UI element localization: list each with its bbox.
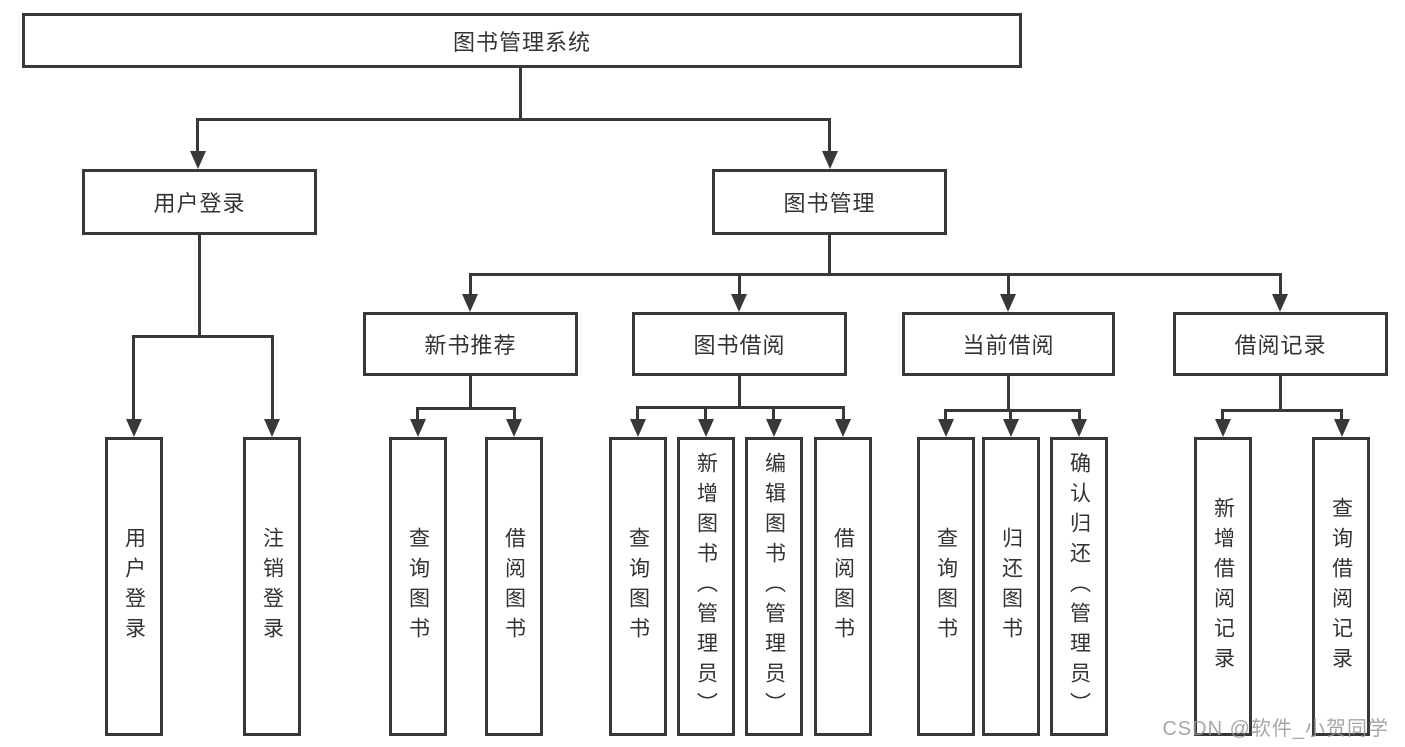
- arrowhead-down-icon: [1215, 419, 1231, 437]
- connector-book-mgmt-drop: [828, 235, 831, 276]
- arrowhead-down-icon: [835, 419, 851, 437]
- arrowhead-down-icon: [410, 419, 426, 437]
- arrowhead-down-icon: [630, 419, 646, 437]
- arrowhead-down-icon: [1272, 294, 1288, 312]
- leaf-logout-login: 注销登录: [243, 437, 301, 736]
- connector-borrow-stem: [704, 406, 707, 422]
- arrowhead-down-icon: [731, 294, 747, 312]
- node-label: 图书管理: [783, 191, 876, 216]
- leaf-label: 新增图书（管理员）: [694, 451, 718, 722]
- connector-current-stem: [944, 409, 947, 422]
- connector-current-stem: [1009, 409, 1012, 422]
- connector-book-mgmt-stem: [738, 273, 741, 298]
- node-library-management-system: 图书管理系统: [22, 13, 1022, 68]
- arrowhead-down-icon: [190, 151, 206, 169]
- leaf-borrow-books-recommend: 借阅图书: [485, 437, 543, 736]
- leaf-query-books-recommend: 查询图书: [389, 437, 447, 736]
- node-label: 图书管理系统: [452, 29, 591, 55]
- connector-recommend-stem: [416, 407, 419, 422]
- leaf-label: 查询图书: [406, 526, 430, 647]
- node-label: 新书推荐: [424, 333, 517, 358]
- leaf-label: 归还图书: [999, 526, 1023, 647]
- connector-root-branch: [196, 118, 831, 121]
- node-book-management: 图书管理: [712, 169, 947, 235]
- connector-record-stem: [1340, 409, 1343, 422]
- connector-current-drop: [1007, 376, 1010, 412]
- connector-book-mgmt-stem: [1007, 273, 1010, 298]
- arrowhead-down-icon: [766, 419, 782, 437]
- connector-user-login-stem: [132, 335, 135, 421]
- connector-recommend-branch: [416, 407, 516, 410]
- node-label: 图书借阅: [693, 333, 786, 358]
- node-current-borrow: 当前借阅: [902, 312, 1115, 376]
- leaf-label: 注销登录: [260, 526, 284, 647]
- leaf-query-borrow-record: 查询借阅记录: [1312, 437, 1370, 736]
- leaf-label: 新增借阅记录: [1211, 496, 1235, 677]
- connector-record-stem: [1221, 409, 1224, 422]
- arrowhead-down-icon: [822, 151, 838, 169]
- node-label: 用户登录: [153, 191, 246, 216]
- leaf-query-books-current: 查询图书: [917, 437, 975, 736]
- arrowhead-down-icon: [462, 294, 478, 312]
- leaf-return-books: 归还图书: [982, 437, 1040, 736]
- leaf-label: 查询图书: [626, 526, 650, 647]
- watermark: CSDN @软件_小贺同学: [1162, 718, 1389, 740]
- connector-user-login-stem: [271, 335, 274, 421]
- arrowhead-down-icon: [1071, 419, 1087, 437]
- node-new-book-recommend: 新书推荐: [363, 312, 578, 376]
- node-label: 当前借阅: [962, 333, 1055, 358]
- leaf-user-login: 用户登录: [105, 437, 163, 736]
- leaf-borrow-books: 借阅图书: [814, 437, 872, 736]
- leaf-label: 查询图书: [934, 526, 958, 647]
- connector-borrow-stem: [772, 406, 775, 422]
- connector-record-drop: [1279, 376, 1282, 412]
- leaf-label: 借阅图书: [831, 526, 855, 647]
- connector-book-mgmt-stem: [469, 273, 472, 298]
- connector-root-drop: [519, 68, 522, 120]
- connector-user-login-drop: [198, 235, 201, 337]
- connector-borrow-stem: [636, 406, 639, 422]
- leaf-label: 借阅图书: [502, 526, 526, 647]
- leaf-label: 编辑图书（管理员）: [762, 451, 786, 722]
- leaf-confirm-return-admin: 确认归还（管理员）: [1050, 437, 1108, 736]
- connector-borrow-drop: [738, 376, 741, 409]
- leaf-label: 用户登录: [122, 526, 146, 647]
- connector-borrow-stem: [842, 406, 845, 422]
- connector-borrow-branch: [636, 406, 845, 409]
- connector-recommend-drop: [469, 376, 472, 410]
- connector-book-mgmt-stem: [1279, 273, 1282, 298]
- arrowhead-down-icon: [506, 419, 522, 437]
- arrowhead-down-icon: [1003, 419, 1019, 437]
- connector-root-right-stem: [828, 118, 831, 156]
- connector-book-mgmt-branch: [469, 273, 1282, 276]
- leaf-add-borrow-record: 新增借阅记录: [1194, 437, 1252, 736]
- leaf-label: 查询借阅记录: [1329, 496, 1353, 677]
- arrowhead-down-icon: [126, 419, 142, 437]
- arrowhead-down-icon: [1000, 294, 1016, 312]
- connector-current-stem: [1078, 409, 1081, 422]
- node-label: 借阅记录: [1234, 333, 1327, 358]
- node-book-borrow: 图书借阅: [632, 312, 847, 376]
- node-user-login: 用户登录: [82, 169, 317, 235]
- leaf-edit-books-admin: 编辑图书（管理员）: [745, 437, 803, 736]
- node-borrow-record: 借阅记录: [1173, 312, 1388, 376]
- connector-current-branch: [944, 409, 1081, 412]
- connector-record-branch: [1221, 409, 1343, 412]
- arrowhead-down-icon: [698, 419, 714, 437]
- leaf-label: 确认归还（管理员）: [1067, 451, 1091, 722]
- arrowhead-down-icon: [938, 419, 954, 437]
- connector-recommend-stem: [513, 407, 516, 422]
- arrowhead-down-icon: [1334, 419, 1350, 437]
- arrowhead-down-icon: [264, 419, 280, 437]
- connector-user-login-branch: [132, 335, 274, 338]
- leaf-query-books-borrow: 查询图书: [609, 437, 667, 736]
- leaf-add-books-admin: 新增图书（管理员）: [677, 437, 735, 736]
- connector-root-left-stem: [196, 118, 199, 156]
